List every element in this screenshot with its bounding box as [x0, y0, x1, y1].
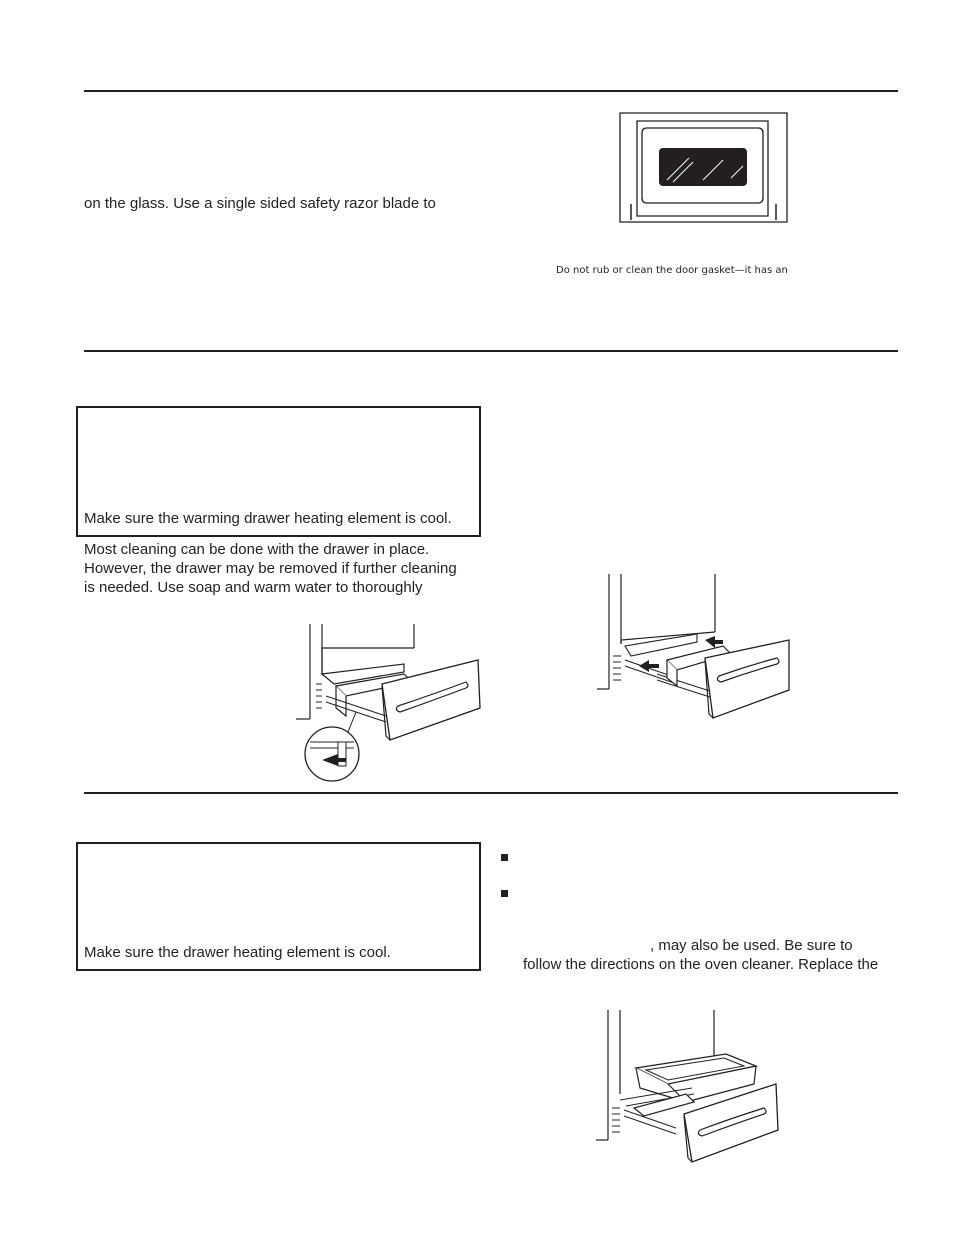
square-bullet-icon [501, 854, 508, 861]
section-rule-top [84, 90, 898, 92]
drawer-body-line-3: is needed. Use soap and warm water to th… [84, 579, 423, 596]
drawer-body-line-2: However, the drawer may be removed if fu… [84, 560, 457, 577]
drawer-release-illustration [294, 624, 484, 784]
pan-body-line-2: follow the directions on the oven cleane… [523, 956, 879, 973]
drawer-body-line-1: Most cleaning can be done with the drawe… [84, 541, 430, 558]
square-bullet-icon [501, 890, 508, 897]
warning-text-pan: Make sure the drawer heating element is … [84, 944, 391, 961]
warning-box-pan: Make sure the drawer heating element is … [76, 842, 481, 971]
drawer-removal-illustration [597, 574, 792, 724]
warning-text-drawer: Make sure the warming drawer heating ele… [84, 510, 452, 527]
section-rule-bottom [84, 792, 898, 794]
glass-cleaning-text: on the glass. Use a single sided safety … [84, 195, 436, 212]
drawer-pan-removal-illustration [596, 1010, 786, 1165]
warning-box-drawer: Make sure the warming drawer heating ele… [76, 406, 481, 537]
oven-door-illustration [619, 112, 789, 224]
gasket-caption: Do not rub or clean the door gasket—it h… [556, 265, 788, 276]
pan-body-line-1: , may also be used. Be sure to [650, 937, 853, 954]
section-rule-middle [84, 350, 898, 352]
